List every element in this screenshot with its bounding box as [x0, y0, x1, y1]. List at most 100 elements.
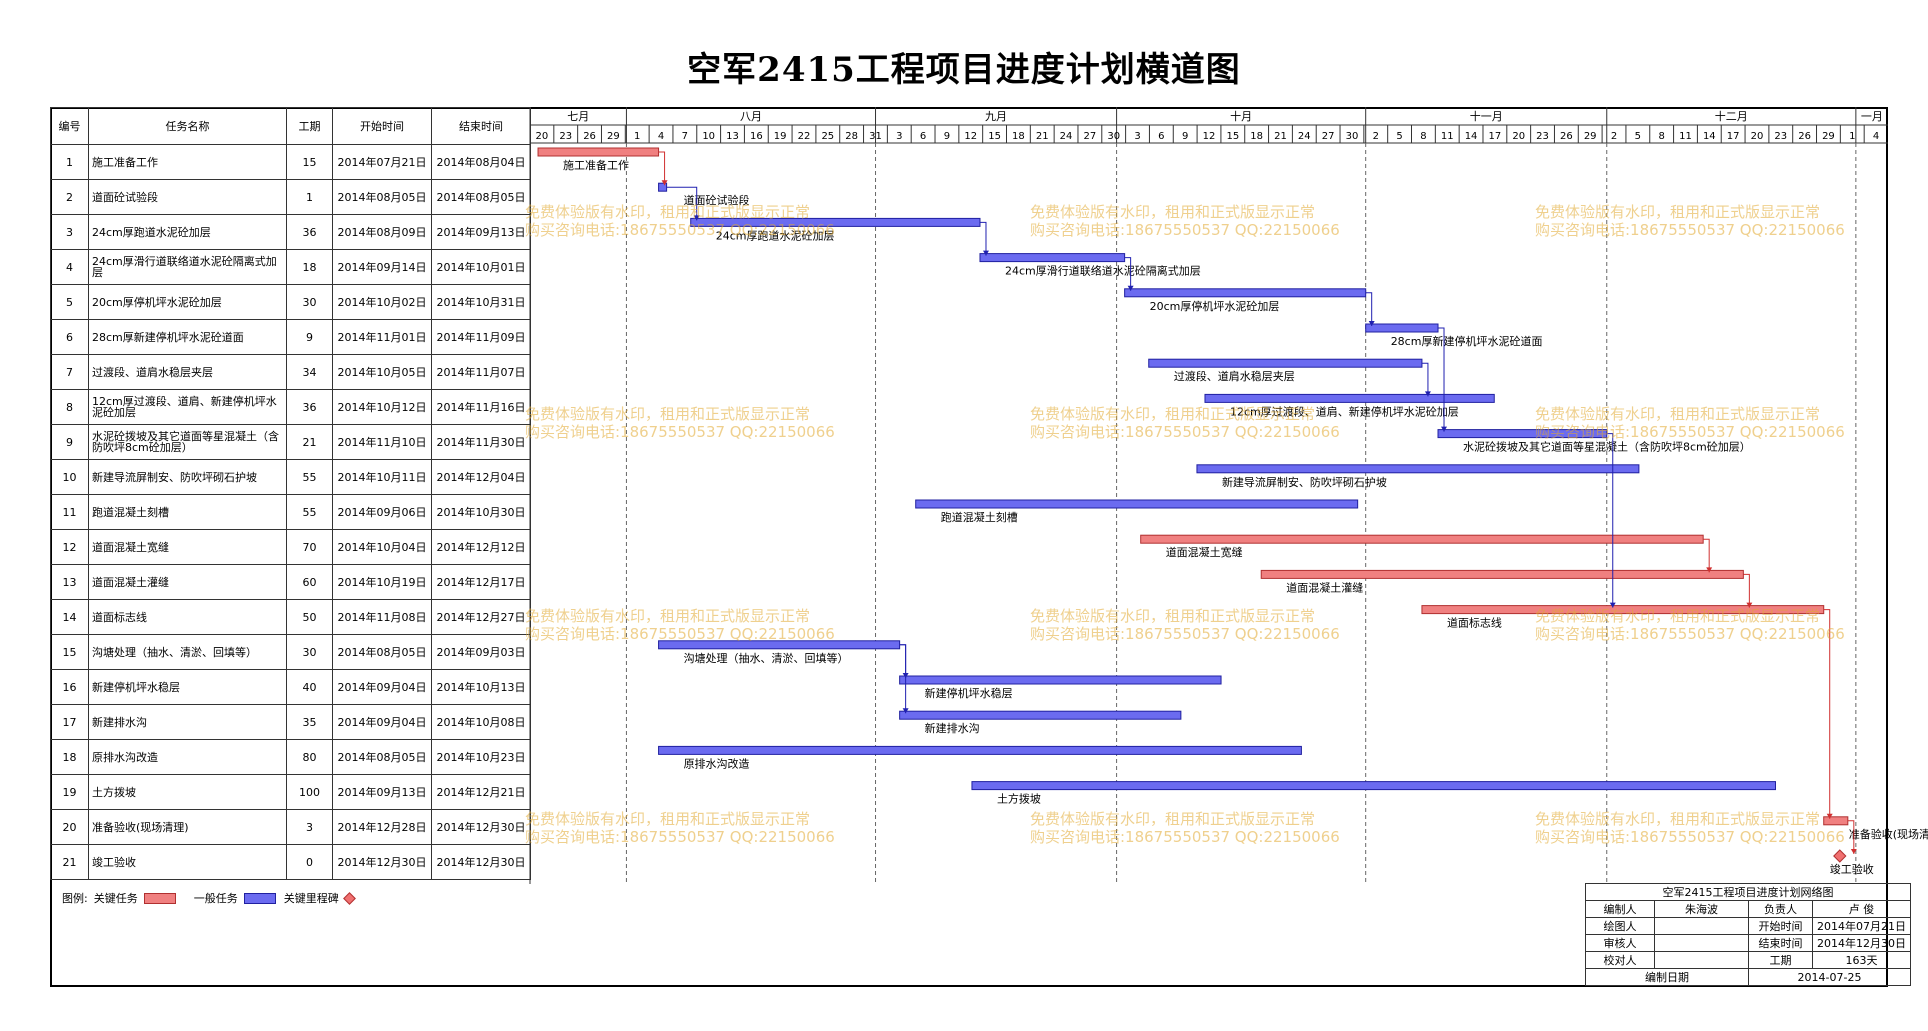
col-duration-header: 工期 — [286, 107, 333, 145]
task-start: 2014年12月30日 — [332, 844, 432, 880]
day-label: 9 — [1182, 131, 1188, 142]
gantt-bar — [1260, 569, 1744, 579]
dependency-line — [1124, 257, 1132, 291]
info-cell — [1654, 934, 1749, 952]
dependency-arrow — [693, 215, 700, 221]
task-duration: 35 — [286, 704, 333, 740]
task-name: 水泥砼拨坡及其它道面等星混凝土（含防吹坪8cm砼加层） — [88, 424, 287, 460]
dependency-arrow — [902, 708, 909, 714]
legend-prefix: 图例: — [62, 892, 88, 905]
bar-label: 新建导流屏制安、防吹坪砌石护坡 — [1222, 475, 1387, 489]
task-end: 2014年10月23日 — [431, 739, 531, 775]
task-start: 2014年09月06日 — [332, 494, 432, 530]
watermark: 免费体验版有水印，租用和正式版显示正常购买咨询电话:18675550537 QQ… — [525, 405, 835, 441]
watermark-line: 免费体验版有水印，租用和正式版显示正常 — [1535, 203, 1821, 221]
info-date-value: 2014-07-25 — [1747, 968, 1912, 986]
task-start: 2014年08月05日 — [332, 179, 432, 215]
day-label: 29 — [607, 131, 620, 142]
bar-label: 新建排水沟 — [925, 721, 980, 735]
task-name: 准备验收(现场清理) — [88, 809, 287, 845]
bar-label: 道面混凝土宽缝 — [1166, 545, 1243, 559]
watermark-line: 免费体验版有水印，租用和正式版显示正常 — [1030, 810, 1316, 828]
bar-label: 跑道混凝土刻槽 — [941, 510, 1018, 524]
day-label: 5 — [1635, 131, 1641, 142]
dependency-line — [1703, 538, 1710, 573]
task-name: 新建导流屏制安、防吹坪砌石护坡 — [88, 459, 287, 495]
legend-normal-swatch — [243, 892, 276, 904]
task-name: 土方拨坡 — [88, 774, 287, 810]
task-no: 8 — [50, 389, 89, 425]
task-end: 2014年10月31日 — [431, 284, 531, 320]
bar-label: 24cm厚跑道水泥砼加层 — [716, 228, 835, 242]
watermark-line: 购买咨询电话:18675550537 QQ:22150066 — [1535, 423, 1845, 441]
month-label: 一月 — [1861, 110, 1883, 123]
watermark-line: 免费体验版有水印，租用和正式版显示正常 — [1535, 810, 1821, 828]
month-label: 七月 — [567, 110, 589, 123]
watermark: 免费体验版有水印，租用和正式版显示正常购买咨询电话:18675550537 QQ… — [525, 810, 835, 846]
task-duration: 80 — [286, 739, 333, 775]
task-no: 12 — [50, 529, 89, 565]
bar-label: 28cm厚新建停机坪水泥砼道面 — [1391, 334, 1543, 348]
bar-label: 24cm厚滑行道联络道水泥砼隔离式加层 — [1005, 264, 1201, 278]
dependency-arrow — [982, 250, 989, 256]
task-start: 2014年09月04日 — [332, 669, 432, 705]
gantt-bar — [658, 745, 1302, 755]
month-label: 九月 — [985, 110, 1007, 123]
page-title: 空军2415工程项目进度计划横道图 — [687, 50, 1241, 90]
info-cell: 工期 — [1748, 951, 1813, 969]
month-label: 十一月 — [1470, 109, 1503, 123]
info-cell: 朱海波 — [1654, 900, 1749, 918]
task-name: 24cm厚跑道水泥砼加层 — [88, 214, 287, 250]
day-label: 3 — [1134, 131, 1140, 142]
task-name: 过渡段、道肩水稳层夹层 — [88, 354, 287, 390]
watermark: 免费体验版有水印，租用和正式版显示正常购买咨询电话:18675550537 QQ… — [1030, 405, 1340, 441]
gantt-bar — [1204, 393, 1495, 403]
watermark-line: 购买咨询电话:18675550537 QQ:22150066 — [1030, 221, 1340, 239]
task-no: 17 — [50, 704, 89, 740]
task-start: 2014年10月02日 — [332, 284, 432, 320]
dependency-line — [899, 644, 907, 714]
watermark-line: 免费体验版有水印，租用和正式版显示正常 — [525, 405, 811, 423]
dependency-arrow — [1850, 849, 1857, 854]
dependency-line — [658, 151, 666, 186]
task-end: 2014年12月30日 — [431, 844, 531, 880]
day-label: 1 — [1849, 131, 1855, 142]
day-label: 25 — [821, 131, 834, 142]
day-label: 3 — [896, 131, 902, 142]
legend: 图例: 关键任务 一般任务 关键里程碑 — [62, 890, 356, 906]
task-end: 2014年10月01日 — [431, 249, 531, 285]
bar-label: 竣工验收 — [1830, 862, 1874, 876]
day-label: 4 — [1873, 131, 1879, 142]
dependency-line — [1847, 820, 1855, 854]
watermark-line: 购买咨询电话:18675550537 QQ:22150066 — [525, 221, 835, 239]
task-duration: 100 — [286, 774, 333, 810]
day-label: 20 — [1512, 131, 1525, 142]
task-start: 2014年11月10日 — [332, 424, 432, 460]
task-no: 2 — [50, 179, 89, 215]
task-no: 18 — [50, 739, 89, 775]
bar-label: 新建停机坪水稳层 — [925, 686, 1013, 700]
day-label: 21 — [1036, 131, 1049, 142]
watermark: 免费体验版有水印，租用和正式版显示正常购买咨询电话:18675550537 QQ… — [1030, 203, 1340, 239]
day-label: 30 — [1107, 131, 1120, 142]
watermark-line: 购买咨询电话:18675550537 QQ:22150066 — [525, 828, 835, 846]
task-start: 2014年10月04日 — [332, 529, 432, 565]
dependency-arrow — [1424, 391, 1431, 397]
task-duration: 21 — [286, 424, 333, 460]
task-start: 2014年09月04日 — [332, 704, 432, 740]
bar-label: 12cm厚过渡段、道肩、新建停机坪水泥砼加层 — [1230, 404, 1459, 418]
dependency-arrow — [1441, 426, 1448, 432]
day-label: 29 — [1822, 131, 1835, 142]
task-end: 2014年12月04日 — [431, 459, 531, 495]
dependency-arrow — [1127, 285, 1134, 291]
dependency-arrow — [1368, 321, 1375, 326]
task-name: 24cm厚滑行道联络道水泥砼隔离式加层 — [88, 249, 287, 285]
watermark-line: 免费体验版有水印，租用和正式版显示正常 — [525, 607, 811, 625]
watermark-line: 免费体验版有水印，租用和正式版显示正常 — [1030, 203, 1316, 221]
task-name: 新建排水沟 — [88, 704, 287, 740]
day-label: 24 — [1060, 131, 1073, 142]
